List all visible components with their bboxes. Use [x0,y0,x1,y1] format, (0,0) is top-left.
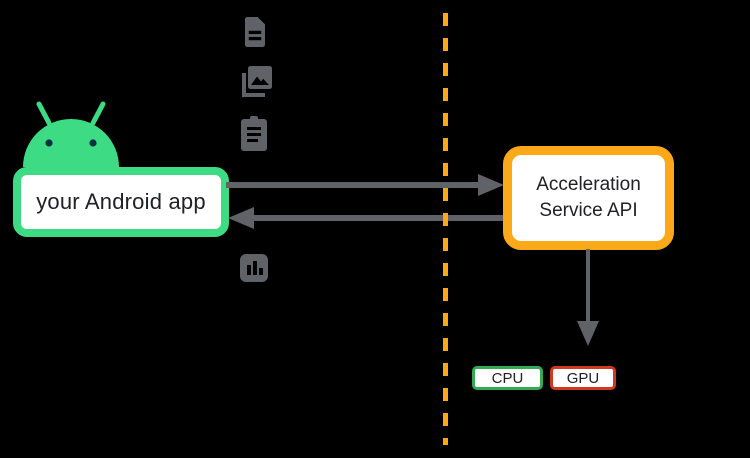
arrow-api-to-app [228,207,506,229]
gpu-chip: GPU [550,366,616,390]
arrow-api-to-processors [577,249,599,346]
cpu-label: CPU [491,369,524,387]
arrow-app-to-api [226,174,504,196]
android-app-label: your Android app [36,189,206,214]
acceleration-service-api-box: Acceleration Service API [503,146,674,250]
cpu-chip: CPU [472,366,543,390]
android-robot-icon [23,101,119,167]
bar-chart-icon [240,254,268,282]
clipboard-icon [241,116,267,151]
process-boundary-divider [443,13,448,445]
android-app-box: your Android app [13,167,229,237]
image-library-icon [242,66,272,97]
acceleration-service-api-label: Acceleration Service API [536,174,641,221]
gpu-label: GPU [566,369,600,387]
document-icon [245,17,265,47]
